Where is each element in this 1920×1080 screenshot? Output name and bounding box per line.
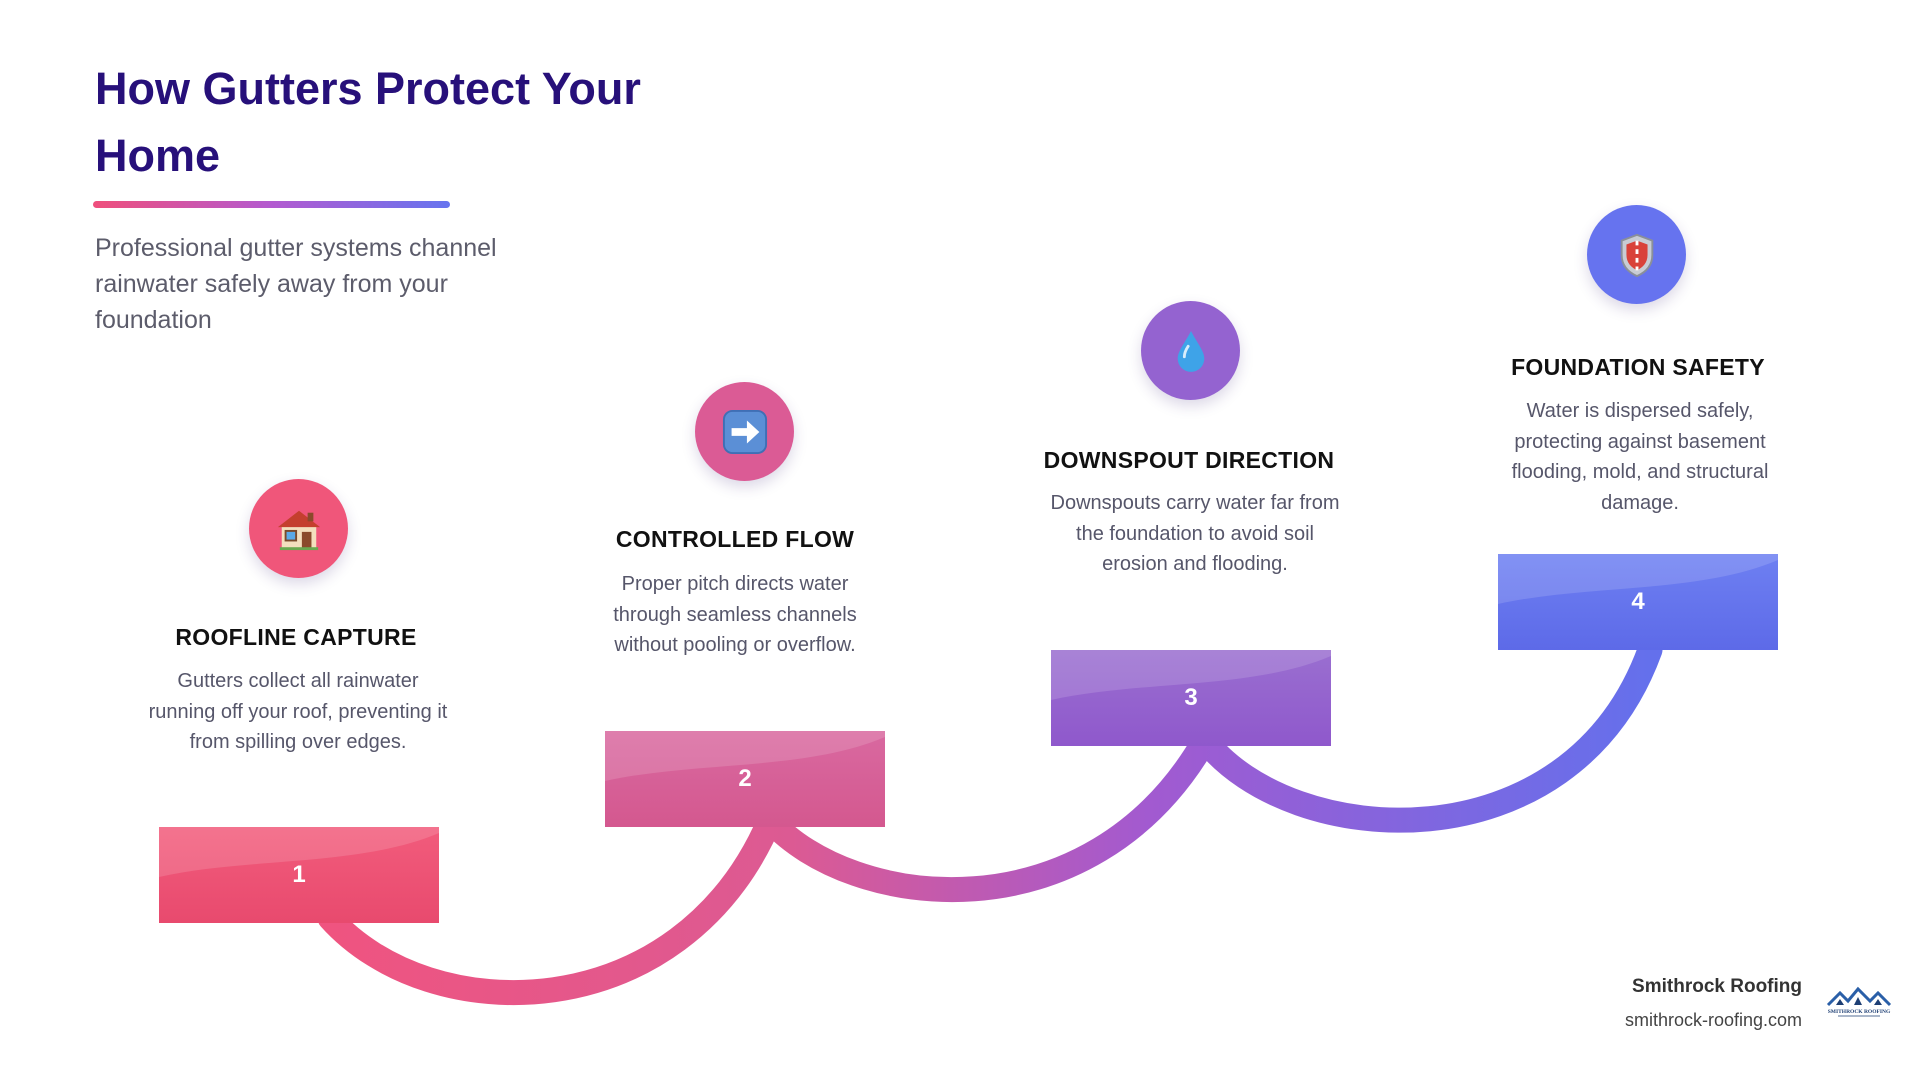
step-2-title: CONTROLLED FLOW <box>615 526 855 552</box>
step-1-box: 1 <box>159 827 439 923</box>
step-2-description: Proper pitch directs water through seaml… <box>613 573 857 656</box>
step-3-box: 3 <box>1051 650 1331 746</box>
step-3-title: DOWNSPOUT DIRECTION <box>1043 447 1335 473</box>
step-2-icon-circle <box>695 382 794 481</box>
water-droplet-icon <box>1177 330 1204 372</box>
step-4-title: FOUNDATION SAFETY <box>1511 354 1765 380</box>
step-3-description: Downspouts carry water far from the foun… <box>1050 492 1340 575</box>
step-1-box-sheen <box>159 827 439 877</box>
step-2-number: 2 <box>738 765 752 792</box>
flow-path <box>317 637 1663 1006</box>
step-3-box-sheen <box>1051 650 1331 700</box>
step-1-title: ROOFLINE CAPTURE <box>175 624 417 650</box>
step-4-box-sheen <box>1498 554 1778 604</box>
step-2-box-sheen <box>605 731 885 781</box>
brand-logo-text: SMITHROCK ROOFING <box>1828 1009 1891 1015</box>
brand-name: Smithrock Roofing <box>1632 976 1802 997</box>
step-4-box: 4 <box>1498 554 1778 650</box>
shield-icon <box>1620 233 1653 277</box>
right-arrow-icon <box>722 409 767 454</box>
step-1-icon-circle <box>249 479 348 578</box>
brand-logo: SMITHROCK ROOFING <box>1826 986 1892 1017</box>
step-1-description: Gutters collect all rainwater running of… <box>148 670 448 753</box>
house-icon <box>277 510 320 550</box>
step-4-description: Water is dispersed safely, protecting ag… <box>1511 400 1769 514</box>
step-3-number: 3 <box>1184 684 1198 711</box>
brand-url: smithrock-roofing.com <box>1624 1010 1802 1030</box>
step-4-number: 4 <box>1631 588 1645 615</box>
step-2-box: 2 <box>605 731 885 827</box>
step-4-icon-circle <box>1587 205 1686 304</box>
step-3-icon-circle <box>1141 301 1240 400</box>
step-1-number: 1 <box>292 861 306 888</box>
page-title: How Gutters Protect Your Home <box>95 63 641 181</box>
page-subtitle: Professional gutter systems channel rain… <box>95 234 497 334</box>
title-underline <box>93 201 450 208</box>
